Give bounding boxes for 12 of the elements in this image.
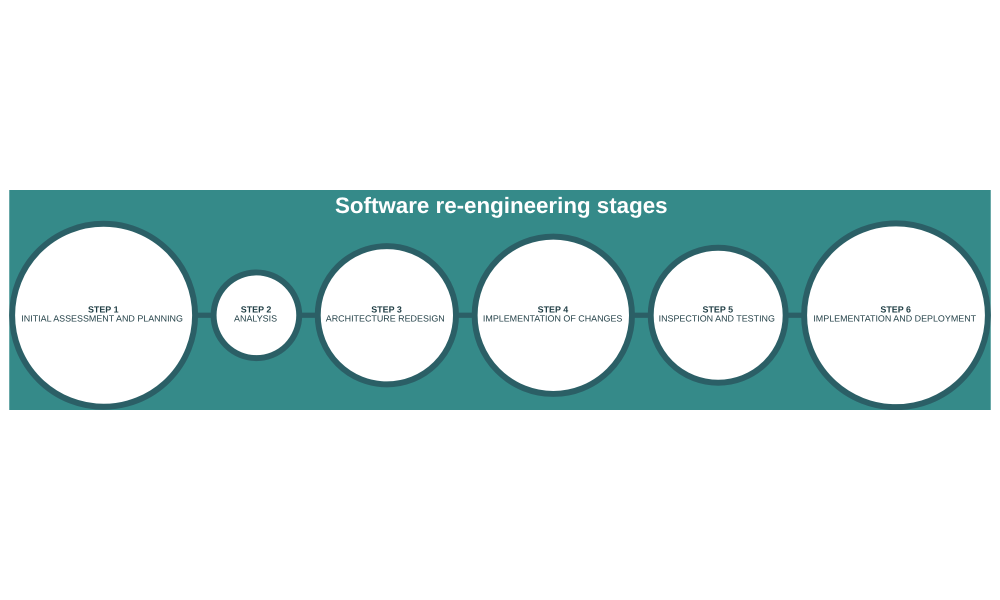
- node-circle: STEP 4 IMPLEMENTATION OF CHANGES: [472, 234, 635, 397]
- connector: [456, 312, 474, 318]
- node-circle: STEP 2 ANALYSIS: [210, 269, 302, 362]
- connector: [632, 312, 651, 318]
- node-circle: STEP 6 IMPLEMENTATION AND DEPLOYMENT: [801, 220, 991, 410]
- node-circle: STEP 1 INITIAL ASSESSMENT AND PLANNING: [9, 220, 198, 410]
- connector: [786, 312, 804, 318]
- connector: [299, 312, 318, 318]
- node-circle: STEP 5 INSPECTION AND TESTING: [648, 244, 789, 386]
- connector: [195, 312, 214, 318]
- diagram-title: Software re-engineering stages: [335, 193, 668, 218]
- node-circle: STEP 3 ARCHITECTURE REDESIGN: [314, 243, 459, 388]
